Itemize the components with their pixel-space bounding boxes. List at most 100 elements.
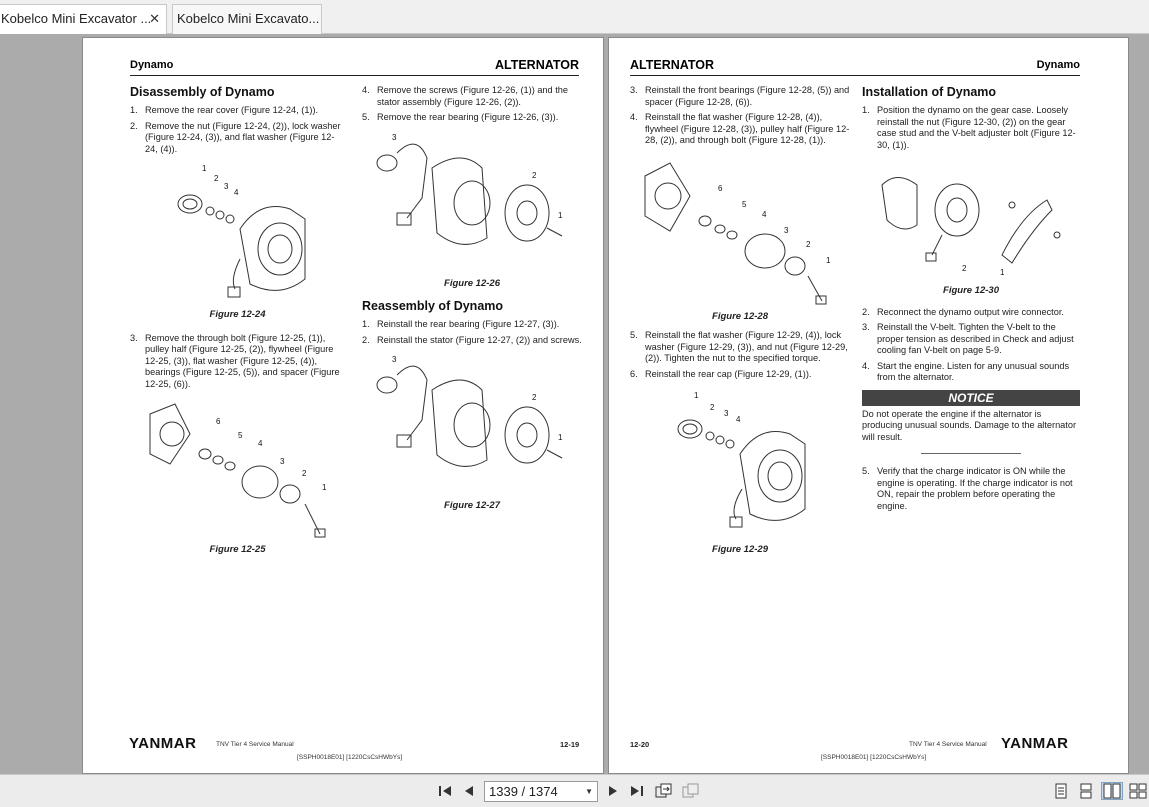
chevron-down-icon[interactable]: ▼: [585, 787, 593, 796]
svg-text:2: 2: [710, 403, 715, 412]
svg-text:1: 1: [558, 433, 563, 442]
section-title: Installation of Dynamo: [862, 85, 997, 99]
two-page-view-icon[interactable]: [1101, 782, 1123, 800]
navigation-toolbar: 1339 / 1374 ▼: [0, 774, 1149, 807]
footer-code: [SSPH0018E01] [1220CsCsHWbYs]: [821, 754, 927, 761]
header-section: Dynamo: [130, 59, 174, 71]
list-item: 5.Reinstall the flat washer (Figure 12-2…: [630, 330, 848, 363]
svg-text:3: 3: [392, 133, 397, 142]
svg-text:3: 3: [724, 409, 729, 418]
svg-text:2: 2: [532, 171, 537, 180]
copy-disabled-icon[interactable]: [682, 783, 699, 799]
figure-caption: Figure 12-24: [209, 309, 266, 320]
tab-document-2[interactable]: Kobelco Mini Excavato...: [172, 4, 322, 34]
figure-12-25-illustration: 6 5 4 3 2 1: [149, 403, 327, 538]
list-item: 6.Reinstall the rear cap (Figure 12-29, …: [630, 368, 812, 379]
next-page-icon[interactable]: [605, 783, 621, 799]
figure-caption: Figure 12-29: [712, 544, 768, 555]
svg-text:4: 4: [258, 439, 263, 448]
svg-text:1: 1: [322, 483, 327, 492]
last-page-icon[interactable]: [629, 783, 645, 799]
list-item: 2.Reinstall the stator (Figure 12-27, (2…: [362, 334, 582, 345]
figure-12-29-illustration: 1 234: [677, 391, 806, 528]
svg-text:1: 1: [202, 164, 207, 173]
footer-manual-title: TNV Tier 4 Service Manual: [909, 741, 987, 748]
page-footer: YANMAR TNV Tier 4 Service Manual [SSPH00…: [83, 733, 603, 773]
figure-caption: Figure 12-30: [943, 285, 999, 296]
yanmar-logo: YANMAR: [1001, 735, 1069, 752]
svg-text:5: 5: [238, 431, 243, 440]
svg-text:1: 1: [1000, 268, 1005, 277]
svg-text:3: 3: [224, 182, 229, 191]
header-chapter: ALTERNATOR: [630, 58, 715, 72]
svg-text:2: 2: [806, 240, 811, 249]
two-page-continuous-icon[interactable]: [1129, 783, 1147, 799]
close-icon[interactable]: ✕: [149, 11, 160, 26]
footer-code: [SSPH0018E01] [1220CsCsHWbYs]: [297, 754, 403, 761]
tab-bar: Kobelco Mini Excavator ... ✕ Kobelco Min…: [0, 0, 1149, 35]
page-number-value: 1339 / 1374: [489, 784, 558, 799]
list-item: 4.Start the engine. Listen for any unusu…: [862, 360, 1070, 383]
svg-text:1: 1: [694, 391, 699, 400]
list-item: 3.Reinstall the V-belt. Tighten the V-be…: [862, 322, 1074, 355]
tab-document-1[interactable]: Kobelco Mini Excavator ... ✕: [0, 4, 167, 35]
page-number: 12-20: [630, 740, 650, 749]
svg-text:5: 5: [742, 200, 747, 209]
notice-text: Do not operate the engine if the alterna…: [862, 408, 1077, 442]
tab-label: Kobelco Mini Excavato...: [177, 11, 320, 26]
list-item: 1.Reinstall the rear bearing (Figure 12-…: [362, 319, 560, 329]
page-header: ALTERNATOR Dynamo: [630, 58, 1080, 76]
yanmar-logo: YANMAR: [129, 735, 197, 752]
list-item: 5.Verify that the charge indicator is ON…: [862, 466, 1073, 511]
figure-caption: Figure 12-25: [209, 544, 266, 555]
section-title: Reassembly of Dynamo: [362, 299, 504, 313]
continuous-view-icon[interactable]: [1078, 783, 1094, 799]
svg-text:3: 3: [392, 355, 397, 364]
figure-12-28-illustration: 6 5 4 3 2 1: [644, 161, 831, 304]
svg-text:4: 4: [736, 415, 741, 424]
svg-text:4: 4: [762, 210, 767, 219]
document-viewer[interactable]: Dynamo ALTERNATOR Disassembly of Dynamo …: [0, 34, 1149, 774]
svg-text:3: 3: [784, 226, 789, 235]
header-chapter: ALTERNATOR: [494, 58, 579, 72]
footer-manual-title: TNV Tier 4 Service Manual: [216, 741, 294, 748]
svg-text:6: 6: [718, 184, 723, 193]
svg-text:4: 4: [234, 188, 239, 197]
first-page-icon[interactable]: [437, 783, 453, 799]
figure-12-26-illustration: 3 2 1: [376, 133, 563, 245]
svg-text:2: 2: [962, 264, 967, 273]
divider: [921, 453, 1021, 454]
svg-text:3: 3: [280, 457, 285, 466]
copy-page-icon[interactable]: [655, 783, 672, 799]
page-footer: 12-20 TNV Tier 4 Service Manual [SSPH001…: [609, 733, 1128, 773]
header-section: Dynamo: [1036, 59, 1080, 71]
page-number-field[interactable]: 1339 / 1374 ▼: [484, 781, 598, 802]
list-item: 2.Remove the nut (Figure 12-24, (2)), lo…: [130, 120, 341, 154]
figure-caption: Figure 12-28: [712, 310, 768, 322]
list-item: 5.Remove the rear bearing (Figure 12-26,…: [362, 112, 559, 122]
list-item: 2.Reconnect the dynamo output wire conne…: [862, 306, 1064, 317]
single-page-view-icon[interactable]: [1053, 783, 1069, 799]
section-title: Disassembly of Dynamo: [130, 85, 275, 99]
list-item: 1.Remove the rear cover (Figure 12-24, (…: [130, 105, 319, 115]
page-12-19: Dynamo ALTERNATOR Disassembly of Dynamo …: [83, 38, 603, 773]
list-item: 3.Reinstall the front bearings (Figure 1…: [630, 85, 850, 107]
svg-text:1: 1: [558, 211, 563, 220]
page-header: Dynamo ALTERNATOR: [130, 58, 579, 76]
list-item: 4.Remove the screws (Figure 12-26, (1)) …: [362, 85, 568, 107]
svg-text:2: 2: [302, 469, 307, 478]
right-column-1: 3.Reinstall the front bearings (Figure 1…: [630, 85, 850, 556]
tab-label: Kobelco Mini Excavator ...: [1, 11, 152, 26]
figure-caption: Figure 12-27: [444, 500, 500, 511]
right-column-2: Installation of Dynamo 1.Position the dy…: [862, 85, 1080, 516]
page-number: 12-19: [560, 740, 580, 749]
svg-text:2: 2: [214, 174, 219, 183]
svg-text:6: 6: [216, 417, 221, 426]
list-item: 3.Remove the through bolt (Figure 12-25,…: [130, 332, 340, 389]
svg-text:1: 1: [826, 256, 831, 265]
left-column-2: 4.Remove the screws (Figure 12-26, (1)) …: [362, 85, 582, 512]
prev-page-icon[interactable]: [461, 783, 477, 799]
page-12-20: ALTERNATOR Dynamo 3.Reinstall the front …: [609, 38, 1128, 773]
